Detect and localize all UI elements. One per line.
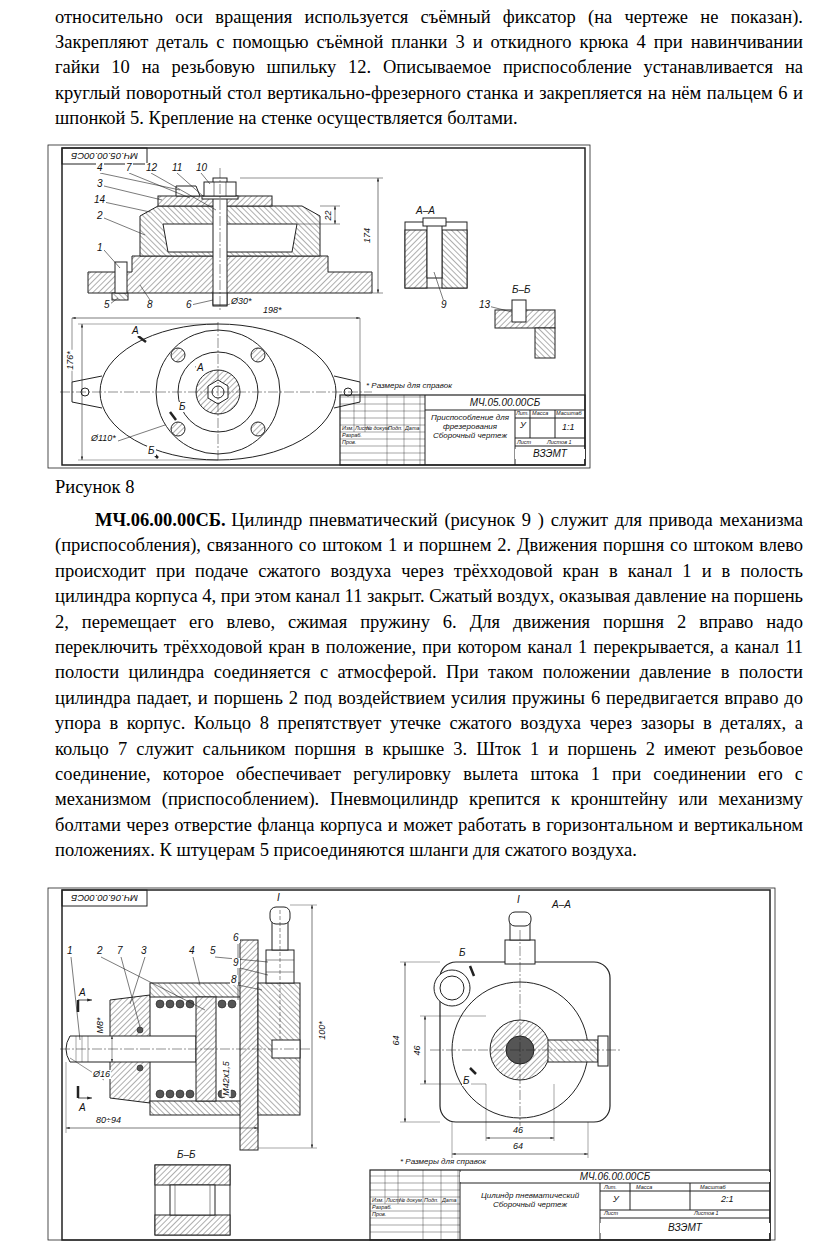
dimension: 64 [512, 1142, 524, 1151]
callout-number: 4 [96, 163, 104, 173]
stamp-cell: Листов 1 [694, 1211, 719, 1217]
paragraph: МЧ.06.00.00СБ.Цилиндр пневматический (ри… [55, 508, 803, 864]
dimension: У [612, 1195, 620, 1204]
callout-number: Б [462, 1076, 471, 1086]
drawing-name: Приспособление для фрезерования Сборочны… [427, 413, 513, 441]
callout-number: 7 [125, 163, 133, 173]
drawing-title: Б–Б [177, 1150, 196, 1160]
paragraph: относительно оси вращения используется с… [55, 5, 803, 131]
callout-number: 13 [478, 300, 491, 310]
dimension: 22 [323, 209, 332, 221]
callout-number: 8 [146, 300, 154, 310]
callout-number: 2 [96, 946, 104, 956]
callout-number: 8 [230, 975, 238, 985]
drawing-title: А–А [552, 900, 571, 910]
callout-number: Б [458, 948, 467, 958]
callout-number: А [196, 363, 205, 373]
drawing-title: МЧ.06.00.00СБ [460, 1172, 770, 1182]
dimension: 64 [391, 1034, 400, 1046]
stamp-cell: Масштаб [556, 411, 582, 417]
callout-number: Б [178, 402, 187, 412]
stamp-cell: Лит. [516, 411, 529, 417]
callout-number: А [78, 1103, 87, 1113]
stamp-cell: Дата [442, 1198, 457, 1204]
stamp-cell: Пров. [342, 440, 357, 446]
callout-number: I [516, 895, 521, 905]
dimension: 174 [364, 226, 373, 243]
dimension: 100* [318, 1020, 327, 1041]
callout-number: 6 [232, 933, 240, 943]
dimension: 198* [262, 306, 283, 315]
callout-number: 12 [145, 163, 158, 173]
dimension: 2:1 [720, 1195, 735, 1204]
drawing-title: А–А [416, 206, 435, 216]
stamp-cell: Лист [517, 440, 531, 446]
dimension: 1:1 [561, 423, 576, 432]
callout-number: 9 [232, 958, 240, 968]
callout-number: 2 [96, 211, 104, 221]
dimension: 46 [512, 1126, 524, 1135]
stamp-cell: Изм. [372, 1198, 384, 1204]
stamp-cell: Подп. [424, 1198, 439, 1204]
dimension: 176* [66, 350, 75, 371]
doc-code: МЧ.06.00.00СБ. [95, 510, 226, 530]
callout-number: I [276, 893, 281, 903]
callout-number: 1 [96, 243, 104, 253]
dimension: M42x1,5 [222, 1060, 231, 1097]
drawing-title: ВЗЭМТ [515, 449, 585, 459]
stamp-cell: Масса [532, 411, 548, 417]
callout-number: 3 [140, 946, 148, 956]
fixture-drawing [48, 145, 590, 468]
dimension: M8* [95, 1016, 104, 1034]
callout-number: 10 [195, 163, 208, 173]
stamp-cell: Подп. [388, 426, 403, 432]
callout-number: 5 [209, 946, 217, 956]
stamp-cell: Лист [386, 1198, 400, 1204]
dimension: У [519, 421, 527, 430]
stamp-cell: Разраб. [372, 1205, 392, 1211]
paragraph-text: Цилиндр пневматический (рисунок 9 ) служ… [55, 510, 803, 860]
note: * Размеры для справок [366, 382, 452, 390]
callout-number: А [78, 988, 87, 998]
callout-number: 5 [103, 300, 111, 310]
stamp-cell: Масса [636, 1185, 652, 1191]
callout-number: А [131, 326, 140, 336]
callout-number: 14 [93, 195, 106, 205]
drawing-title: МЧ.05.00.00СБ [427, 398, 583, 408]
callout-number: 6 [185, 300, 193, 310]
callout-number: 4 [188, 946, 196, 956]
figure-caption: Рисунок 8 [55, 478, 134, 497]
sheet-code: МЧ.06.00.00СБ [64, 893, 145, 903]
callout-number: 7 [116, 946, 124, 956]
dimension: Ø30* [230, 297, 253, 306]
cylinder-drawing [48, 888, 775, 1240]
stamp-cell: Масштаб [700, 1185, 726, 1191]
dimension: 46 [412, 1044, 421, 1056]
stamp-cell: № докум. [399, 1198, 423, 1204]
stamp-cell: Дата [405, 426, 420, 432]
drawing-title: ВЗЭМТ [600, 1223, 770, 1233]
callout-number: 3 [96, 179, 104, 189]
dimension: Ø110* [90, 434, 117, 443]
callout-number: Б [147, 446, 156, 456]
stamp-cell: Листов 1 [547, 440, 572, 446]
dimension: 80÷94 [95, 1116, 122, 1125]
drawing-title: Б–Б [512, 285, 531, 295]
callout-number: 1 [66, 946, 74, 956]
stamp-cell: Изм. [342, 426, 354, 432]
stamp-cell: Лист [604, 1211, 618, 1217]
callout-number: 11 [171, 163, 183, 173]
stamp-cell: Пров. [372, 1212, 387, 1218]
note: * Размеры для справок [400, 1158, 486, 1166]
stamp-cell: Разраб. [342, 433, 362, 439]
drawing-name: Цилиндр пневматический Сборочный чертеж [462, 1191, 598, 1209]
stamp-cell: № докум. [366, 426, 390, 432]
stamp-cell: Лит. [604, 1185, 617, 1191]
sheet-code: МЧ.05.00.00СБ [64, 151, 145, 161]
callout-number: 9 [440, 300, 448, 310]
dimension: Ø16 [92, 1070, 111, 1079]
